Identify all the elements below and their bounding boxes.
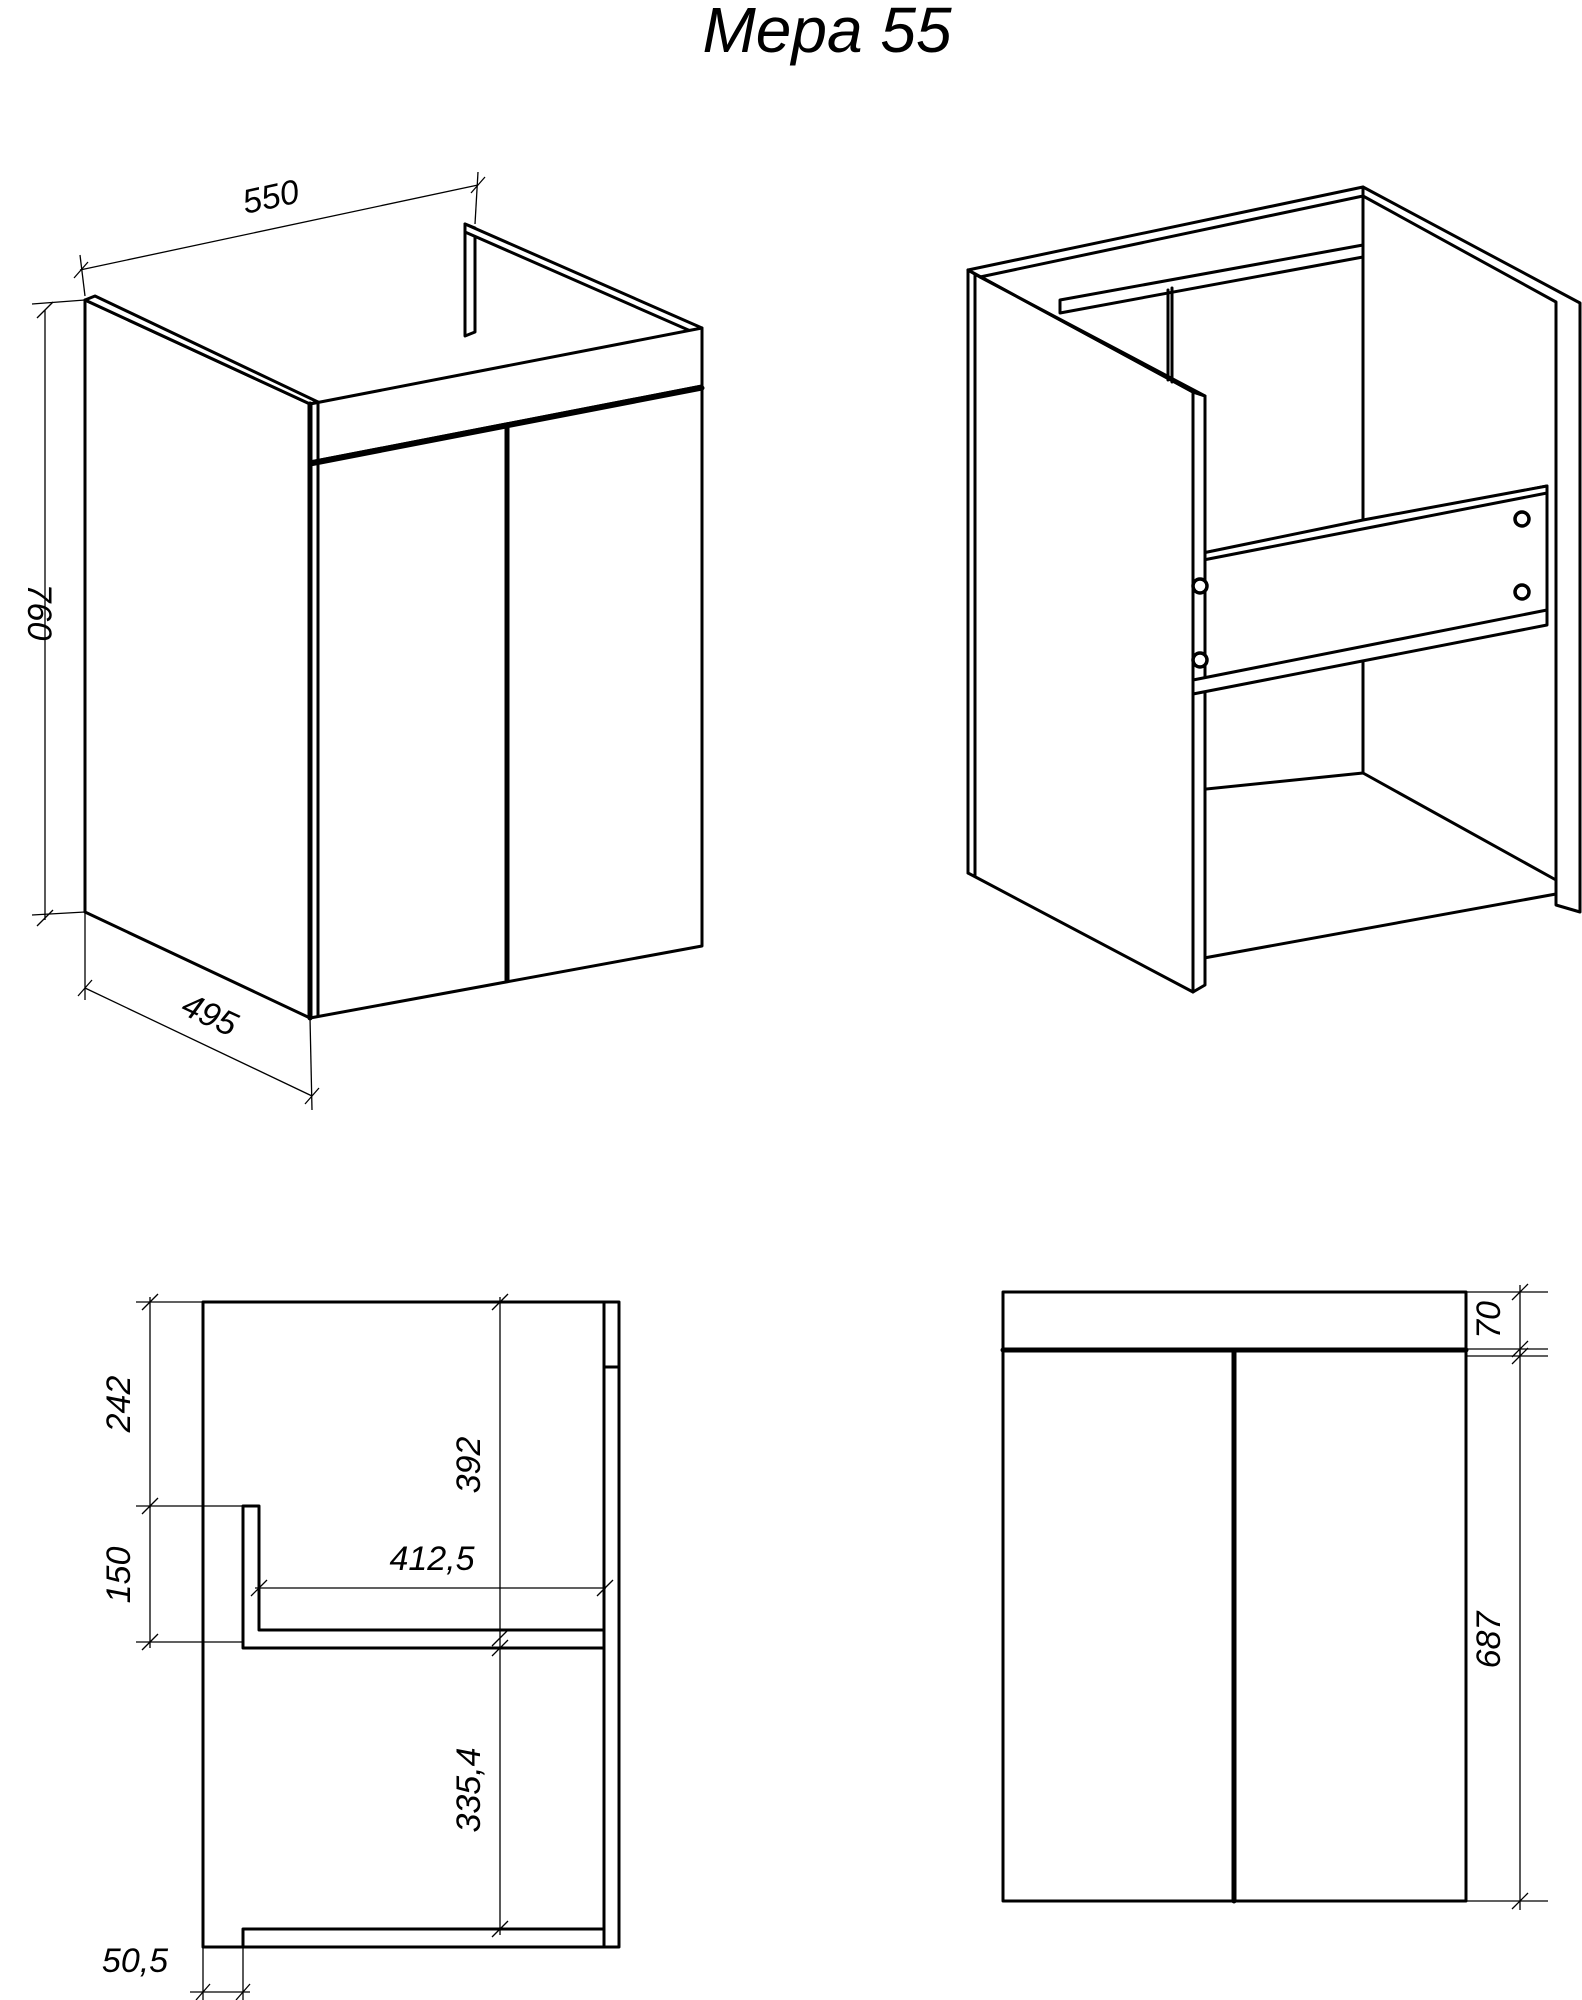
fixing-hole <box>1513 510 1531 528</box>
dimension-side-upper-label: 392 <box>450 1437 488 1494</box>
front-elevation-view <box>1000 1290 1469 1904</box>
middle-back-panel <box>1191 484 1549 694</box>
dimension-height: 760 <box>20 299 86 927</box>
side-notch <box>241 1504 606 1650</box>
dimension-side-top-label: 242 <box>100 1376 138 1434</box>
dimension-side-lower-label: 335,4 <box>450 1747 488 1832</box>
dimension-side-bottom-label: 50,5 <box>102 1942 168 1980</box>
dimension-front-top: 70 <box>1466 1283 1548 1358</box>
open-frame-isometric-view <box>966 185 1582 994</box>
dimension-front-doors-label: 687 <box>1470 1611 1508 1669</box>
closed-cabinet-isometric-view <box>83 222 705 1021</box>
dimension-height-label: 760 <box>20 584 58 641</box>
side-outer-frame <box>201 1300 621 1949</box>
dimension-side-upper: 392 <box>450 1293 509 1648</box>
back-side-panel <box>463 222 477 338</box>
side-bottom-shelf <box>241 1927 606 1949</box>
left-side-panel-open <box>966 268 1195 994</box>
dimension-side-notch: 150 <box>100 1506 243 1651</box>
left-side-panel <box>83 298 312 1020</box>
dimension-side-lower: 335,4 <box>450 1639 509 1938</box>
dimension-width: 550 <box>73 171 486 297</box>
dimension-shelf-depth: 412,5 <box>250 1540 614 1597</box>
dimension-side-bottom: 50,5 <box>102 1942 251 2000</box>
top-right-rail <box>463 222 704 338</box>
middle-shelf <box>1191 608 1549 696</box>
dimension-front-doors: 687 <box>1466 1347 1548 1910</box>
dimension-shelf-depth-label: 412,5 <box>389 1540 474 1578</box>
front-top-panel-flat <box>1001 1290 1468 1351</box>
dimension-width-label: 550 <box>239 173 302 222</box>
dimension-front-top-label: 70 <box>1470 1301 1508 1339</box>
fixing-hole <box>1191 651 1209 669</box>
fixing-hole <box>1191 577 1209 595</box>
drawing-title: Мера 55 <box>702 0 951 66</box>
fixing-hole <box>1513 583 1531 601</box>
dimension-side-notch-label: 150 <box>100 1547 138 1604</box>
back-rail <box>1058 243 1365 315</box>
dimension-side-top: 242 <box>100 1293 243 1515</box>
side-section-view <box>201 1300 621 1949</box>
